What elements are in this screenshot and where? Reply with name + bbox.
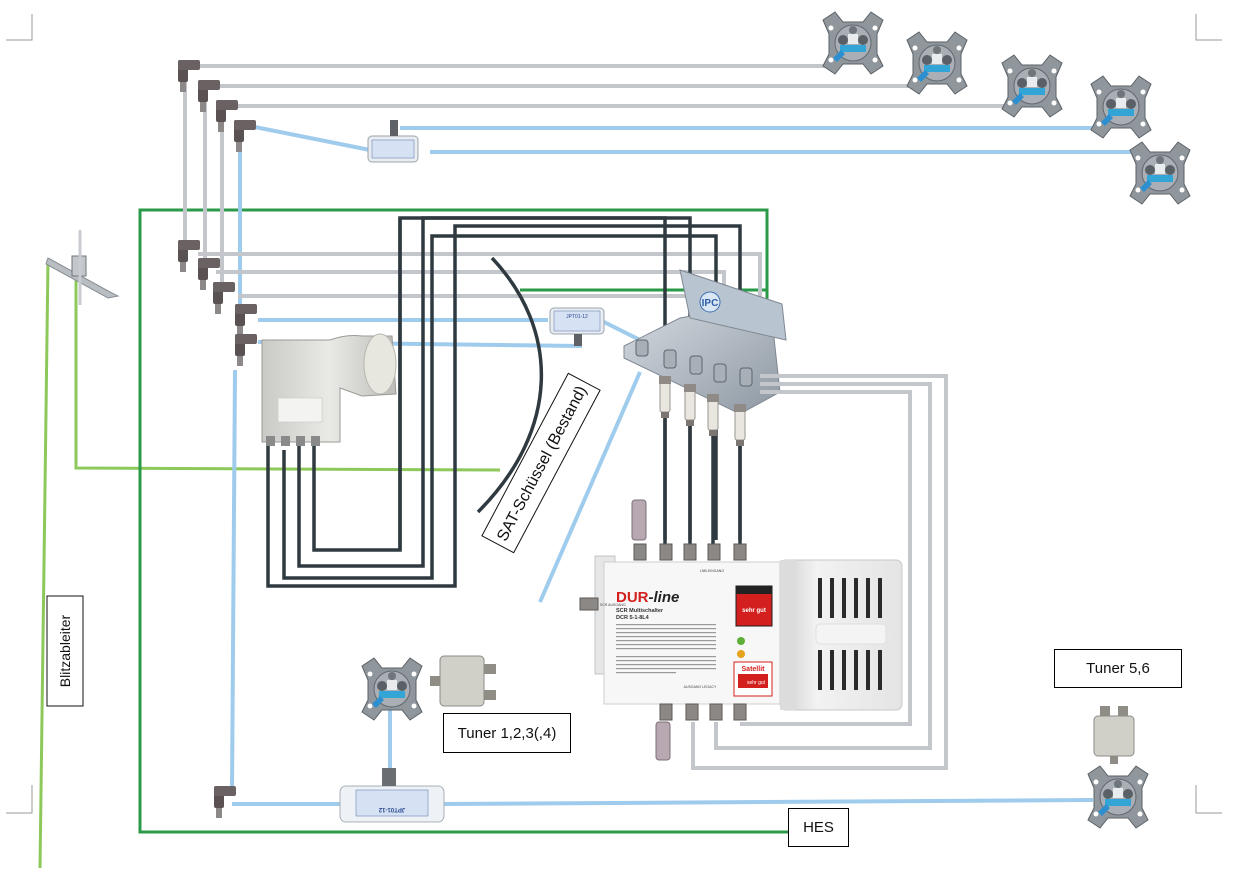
multiswitch-type: SCR Multischalter [616, 608, 664, 614]
lightning-clamp-icon [45, 230, 120, 305]
terminator-plug-top [631, 499, 647, 541]
multiswitch-brand: DUR-line [616, 589, 679, 606]
splitter-top [367, 120, 419, 163]
scr-output-label: SCR AUSGANG [600, 603, 626, 607]
tuner-b-label: Tuner 5,6 [1054, 649, 1182, 688]
angle-plugs-middle [178, 240, 257, 366]
lnb-input-header: LNB-EINGANG [700, 569, 724, 573]
lightning-label: Blitzableiter [46, 595, 84, 707]
two-way-splitter-tuner-a [430, 655, 496, 707]
lightning-label-text: Blitzableiter [57, 614, 73, 687]
grounding-block: IPC [623, 269, 787, 415]
brand-red-part: DUR [616, 589, 649, 606]
coax-blue-lines-top [238, 124, 1132, 318]
legacy-output-label: AUSGANG LEGACY [684, 685, 717, 689]
badge-top-rating: sehr gut [742, 608, 766, 614]
tuner-a-label: Tuner 1,2,3(,4) [443, 713, 571, 753]
badge-bottom-rating: sehr gut [747, 680, 766, 686]
splitter-bottom-label: JPT01-12 [378, 806, 405, 812]
crop-marks [6, 14, 1222, 814]
splitter-bottom: JPT01-12 [339, 768, 445, 823]
coax-grey-lines-right [691, 374, 948, 770]
coax-grey-lines-top [183, 64, 1005, 290]
multiswitch-model: DCR 5-1-8L4 [616, 615, 650, 621]
tuner-a-label-text: Tuner 1,2,3(,4) [457, 724, 557, 742]
hes-label-text: HES [803, 819, 834, 836]
splitter-middle-label: JPT01-12 [566, 314, 588, 320]
badge-bottom-brand: Satellit [742, 666, 766, 673]
brand-rest-part: -line [649, 589, 680, 606]
lightning-conductor-wire [38, 259, 501, 869]
splitter-middle: JPT01-12 [549, 307, 605, 346]
grounding-block-brand: IPC [702, 298, 719, 309]
two-way-splitter-tuner-b [1093, 706, 1135, 764]
terminator-plug-bottom [655, 721, 671, 761]
coax-dark-to-switch [663, 418, 742, 545]
dish-reflector [476, 256, 543, 514]
quad-lnb [261, 333, 397, 446]
coax-dark-lines [266, 216, 742, 588]
wall-socket-tuner-b [1087, 765, 1149, 829]
spec-lines [616, 624, 716, 674]
tuner-b-label-text: Tuner 5,6 [1086, 660, 1150, 677]
multiswitch-body: sehr gut Satellit sehr gut DUR-line SCR … [579, 499, 903, 761]
hes-label: HES [788, 808, 849, 847]
